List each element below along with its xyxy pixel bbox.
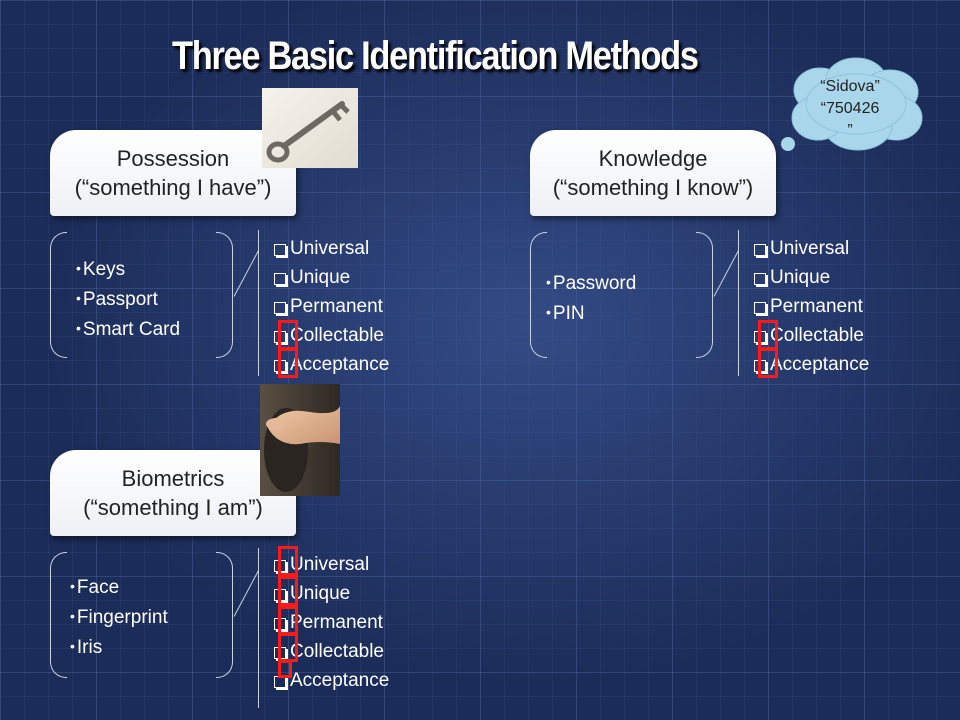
knowledge-examples-bracket-right <box>696 232 713 358</box>
biometrics-example-item: Iris <box>70 632 168 662</box>
possession-example-item: Passport <box>76 284 180 314</box>
property-item: Universal <box>752 234 869 263</box>
bubble-line-name: “Sidova” <box>820 78 880 95</box>
biometrics-examples-bracket-right <box>216 552 233 678</box>
biometrics-heading: Biometrics <box>121 466 225 491</box>
possession-examples-bracket-left <box>50 232 67 358</box>
possession-subheading: (“something I have”) <box>74 175 272 200</box>
biometrics-subheading: (“something I am”) <box>83 495 263 520</box>
key-image <box>262 88 358 168</box>
knowledge-connector-line <box>713 250 739 297</box>
property-item: Universal <box>272 234 389 263</box>
check-mark-icon <box>278 660 292 683</box>
possession-divider <box>258 230 259 376</box>
knowledge-heading: Knowledge <box>598 146 708 171</box>
check-mark-icon <box>278 576 298 612</box>
thought-bubble-icon <box>791 57 923 151</box>
possession-examples-list: Keys Passport Smart Card <box>76 254 180 344</box>
knowledge-properties-list: Universal Unique Permanent Collectable A… <box>752 234 869 379</box>
biometrics-connector-line <box>233 570 259 617</box>
slide-title: Three Basic Identification Methods <box>172 34 699 78</box>
knowledge-example-item: PIN <box>546 298 636 328</box>
biometrics-examples-bracket-left <box>50 552 67 678</box>
bubble-line-quote: ” <box>847 122 853 139</box>
knowledge-examples-list: Password PIN <box>546 268 636 328</box>
possession-connector-line <box>233 250 259 297</box>
thought-bubble-text: “Sidova” “750426 ” <box>800 76 900 142</box>
possession-heading: Possession <box>116 146 230 171</box>
knowledge-subheading: (“something I know”) <box>552 175 754 200</box>
biometrics-example-item: Face <box>70 572 168 602</box>
biometrics-box: Biometrics (“something I am”) <box>50 450 296 536</box>
biometrics-example-item: Fingerprint <box>70 602 168 632</box>
check-mark-icon <box>278 546 298 582</box>
fingerprint-scanner-image <box>260 384 340 496</box>
possession-examples-bracket-right <box>216 232 233 358</box>
knowledge-example-item: Password <box>546 268 636 298</box>
knowledge-box: Knowledge (“something I know”) <box>530 130 776 216</box>
knowledge-divider <box>738 230 739 376</box>
possession-properties-list: Universal Unique Permanent Collectable A… <box>272 234 389 379</box>
possession-box: Possession (“something I have”) <box>50 130 296 216</box>
biometrics-properties-list: Universal Unique Permanent Collectable A… <box>272 550 389 695</box>
property-item: Unique <box>272 263 389 292</box>
knowledge-examples-bracket-left <box>530 232 547 358</box>
property-item: Permanent <box>272 292 389 321</box>
property-item: Unique <box>752 263 869 292</box>
bubble-line-number: “750426 <box>820 100 880 117</box>
check-mark-icon <box>758 348 778 384</box>
biometrics-examples-list: Face Fingerprint Iris <box>70 572 168 662</box>
check-mark-icon <box>278 348 298 384</box>
possession-example-item: Keys <box>76 254 180 284</box>
property-item: Permanent <box>752 292 869 321</box>
biometrics-divider <box>258 548 259 708</box>
possession-example-item: Smart Card <box>76 314 180 344</box>
